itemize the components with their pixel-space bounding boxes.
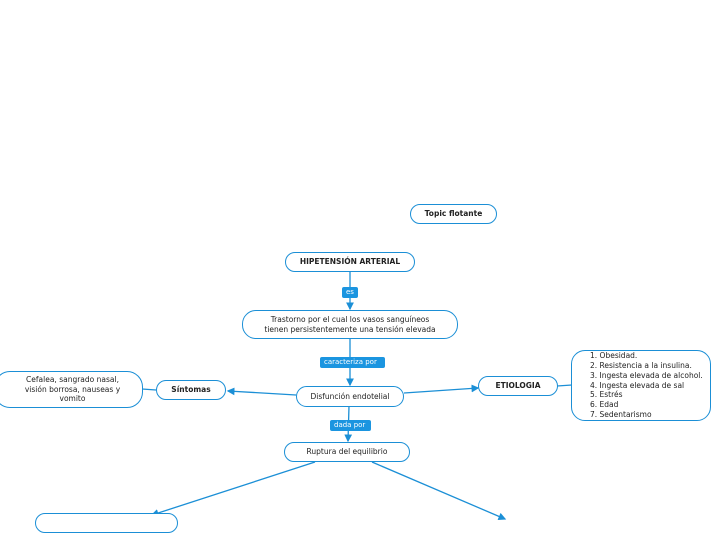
edge-etiologia-list	[556, 384, 573, 387]
left-child-node[interactable]	[35, 513, 178, 533]
disfuncion-node[interactable]: Disfunción endotelial	[296, 386, 404, 407]
etiologia-item: 1. Obesidad.	[590, 351, 638, 361]
etiologia-item: 5. Estrés	[590, 390, 623, 400]
link-label-dada: dada por	[330, 420, 372, 431]
etiologia-item: 2. Resistencia a la insulina.	[590, 361, 692, 371]
edge-ruptura-right	[371, 461, 507, 521]
topic-flotante-node[interactable]: Topic flotante	[410, 204, 497, 224]
connector-lines	[141, 272, 573, 521]
etiologia-node[interactable]: ETIOLOGIA	[478, 376, 558, 396]
edge-disfuncion-sintomas	[226, 387, 297, 396]
etiologia-list-node[interactable]: 1. Obesidad. 2. Resistencia a la insulin…	[571, 350, 711, 421]
hipertension-node[interactable]: HIPETENSIÓN ARTERIAL	[285, 252, 415, 272]
link-label-es: es	[342, 287, 358, 298]
edge-disfuncion-etiologia	[403, 384, 480, 394]
edge-ruptura-left	[150, 461, 316, 517]
etiologia-item: 6. Edad	[590, 400, 619, 410]
etiologia-item: 7. Sedentarismo	[590, 409, 652, 419]
etiologia-item: 3. Ingesta elevada de alcohol.	[590, 370, 703, 380]
sintomas-detalle-node[interactable]: Cefalea, sangrado nasal, visión borrosa,…	[0, 371, 143, 408]
sintomas-node[interactable]: Síntomas	[156, 380, 226, 400]
trastorno-node[interactable]: Trastorno por el cual los vasos sanguíne…	[242, 310, 458, 339]
edge-sintomas-detalle	[141, 388, 157, 391]
ruptura-node[interactable]: Ruptura del equilibrio	[284, 442, 410, 462]
etiologia-item: 4. Ingesta elevada de sal	[590, 380, 685, 390]
link-label-caracteriza: caracteriza por	[320, 357, 385, 368]
